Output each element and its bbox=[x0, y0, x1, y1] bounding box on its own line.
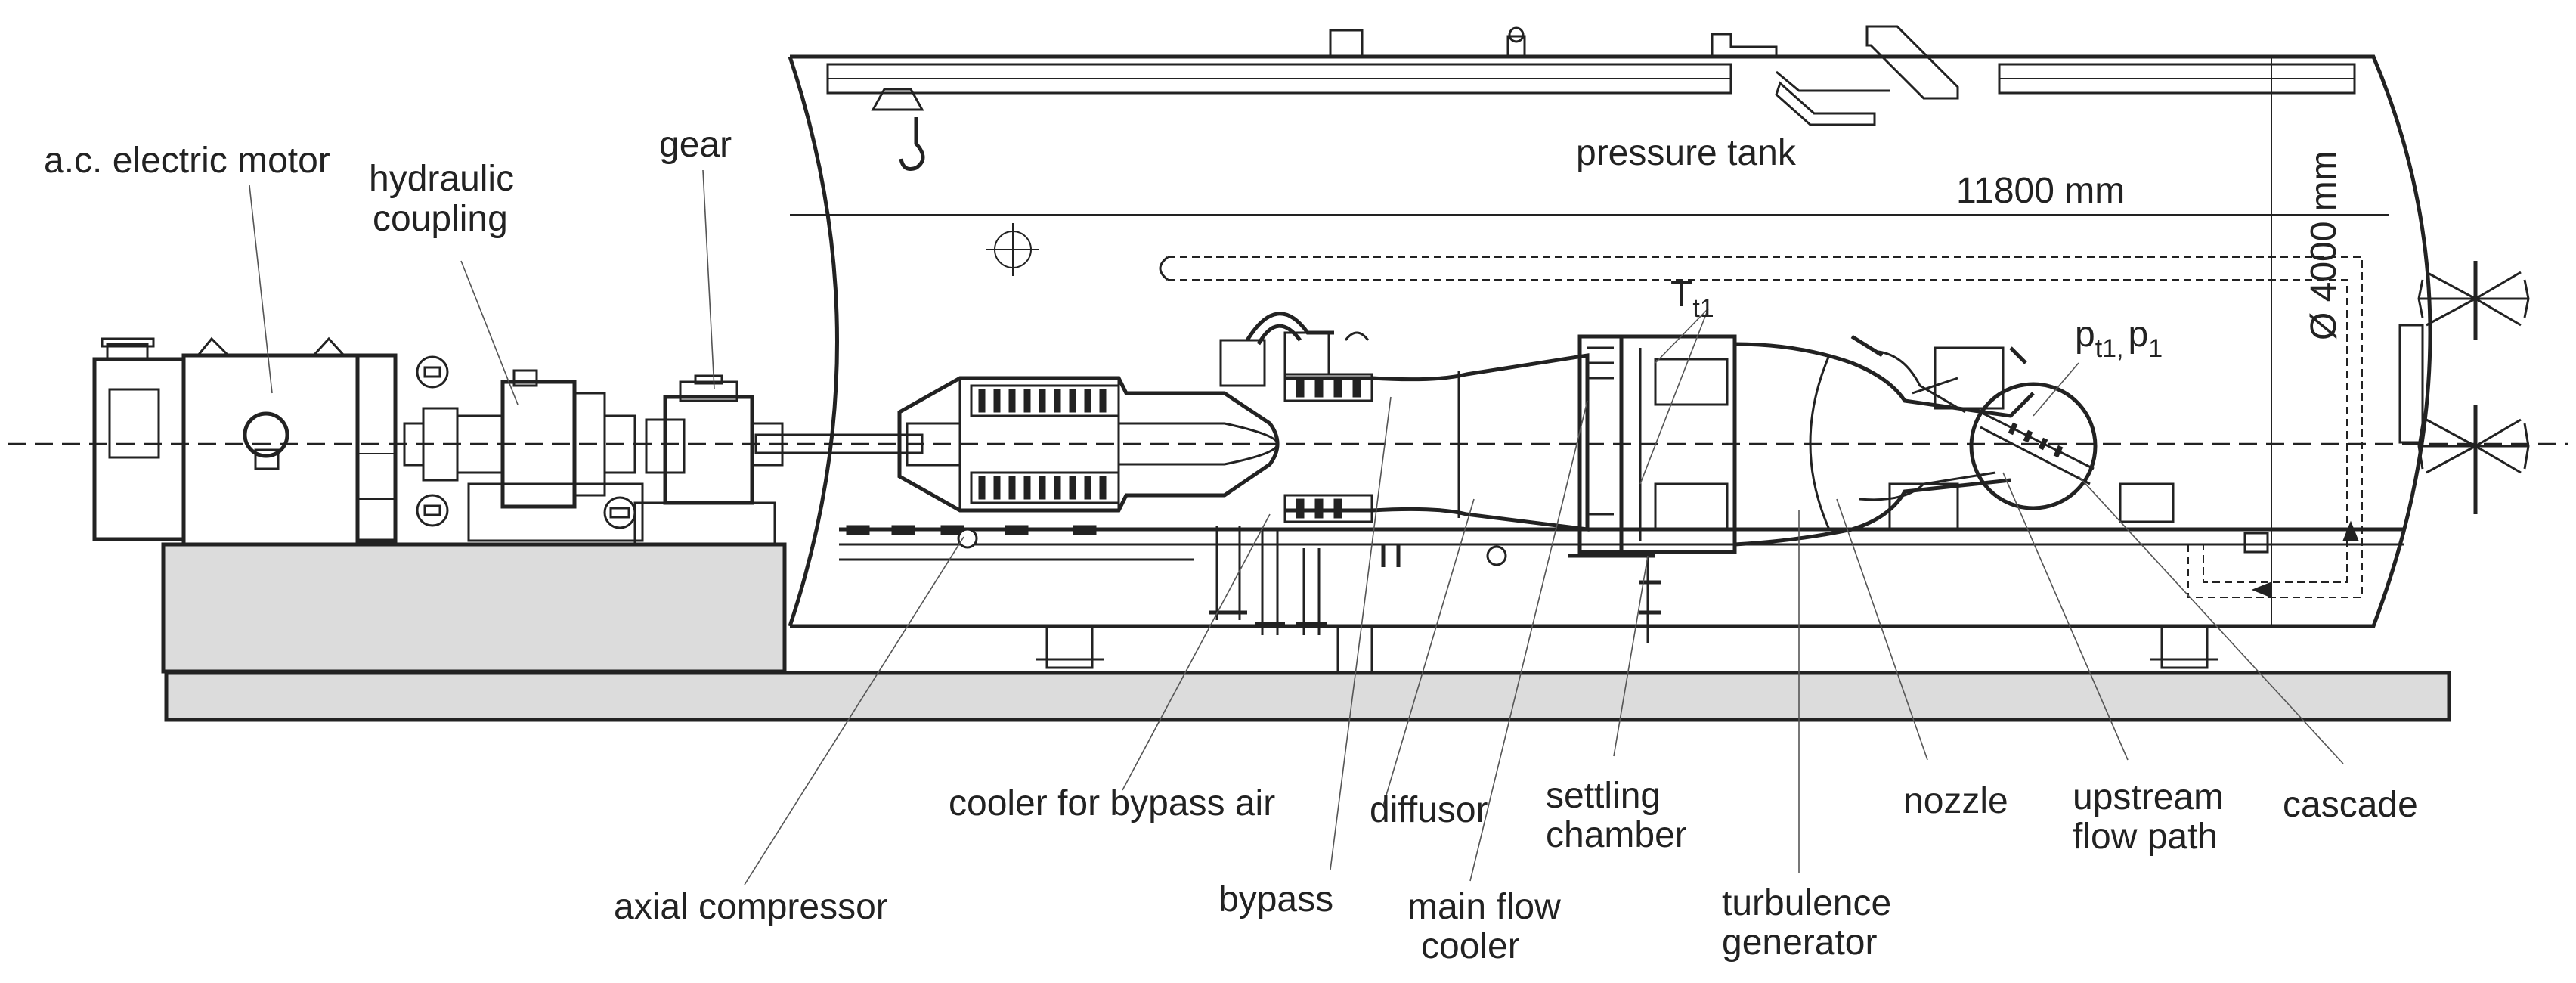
turbulence-label-line2: generator bbox=[1722, 923, 1877, 963]
settling-label-line2: chamber bbox=[1546, 815, 1687, 855]
return-duct bbox=[1159, 256, 2363, 598]
motor-label: a.c. electric motor bbox=[44, 141, 330, 181]
main-cooler-label-line2: cooler bbox=[1421, 926, 1520, 966]
hydraulic-coupling bbox=[403, 355, 644, 542]
coupling-label-line2: coupling bbox=[373, 199, 508, 239]
bypass-system bbox=[1209, 312, 1373, 635]
coupling-label-line1: hydraulic bbox=[369, 159, 514, 199]
pressure-tank bbox=[788, 25, 2432, 674]
electric-motor bbox=[92, 336, 398, 547]
leader-lines bbox=[249, 169, 2344, 885]
cooler-bypass-label: cooler for bypass air bbox=[949, 783, 1275, 823]
pressure-label: pt1,p1 bbox=[2075, 315, 2163, 363]
settling-label-line1: settling bbox=[1546, 776, 1661, 816]
exit-fan-upper bbox=[2417, 261, 2530, 340]
drive-shaft bbox=[754, 433, 924, 454]
cascade-test-section bbox=[1969, 382, 2175, 523]
exit-fan-lower bbox=[2398, 324, 2530, 514]
nozzle-label: nozzle bbox=[1903, 781, 2008, 821]
diffusor bbox=[1285, 353, 1590, 532]
length-dimension-label: 11800 mm bbox=[1956, 171, 2125, 211]
pressure-tank-label: pressure tank bbox=[1576, 133, 1797, 173]
upstream-label-line2: flow path bbox=[2073, 817, 2218, 857]
diffusor-label: diffusor bbox=[1370, 790, 1488, 830]
temperature-label: Tt1 bbox=[1670, 274, 1714, 323]
static-pressure-subscript: 1 bbox=[2148, 334, 2163, 363]
gear-label: gear bbox=[659, 125, 732, 165]
settling-chamber bbox=[1568, 334, 1737, 643]
static-pressure: p bbox=[2129, 315, 2149, 355]
cascade-label: cascade bbox=[2283, 785, 2418, 825]
total-pressure-subscript: t1, bbox=[2095, 334, 2124, 363]
upstream-label-line1: upstream bbox=[2073, 777, 2224, 817]
ground-slab bbox=[164, 671, 2451, 722]
temperature-subscript: t1 bbox=[1692, 294, 1714, 323]
main-cooler-label-line1: main flow bbox=[1407, 887, 1561, 927]
support-rail bbox=[839, 525, 2404, 567]
gear-box bbox=[603, 374, 784, 546]
bypass-cooler bbox=[1283, 373, 1373, 402]
turbulence-label-line1: turbulence bbox=[1722, 883, 1891, 923]
axial-compressor bbox=[897, 376, 1280, 513]
bypass-label: bypass bbox=[1218, 879, 1333, 919]
axial-compressor-label: axial compressor bbox=[614, 887, 888, 927]
drive-foundation bbox=[161, 542, 787, 674]
diameter-dimension-label: Ø 4000 mm bbox=[2304, 150, 2344, 340]
nozzle bbox=[1734, 334, 2035, 547]
